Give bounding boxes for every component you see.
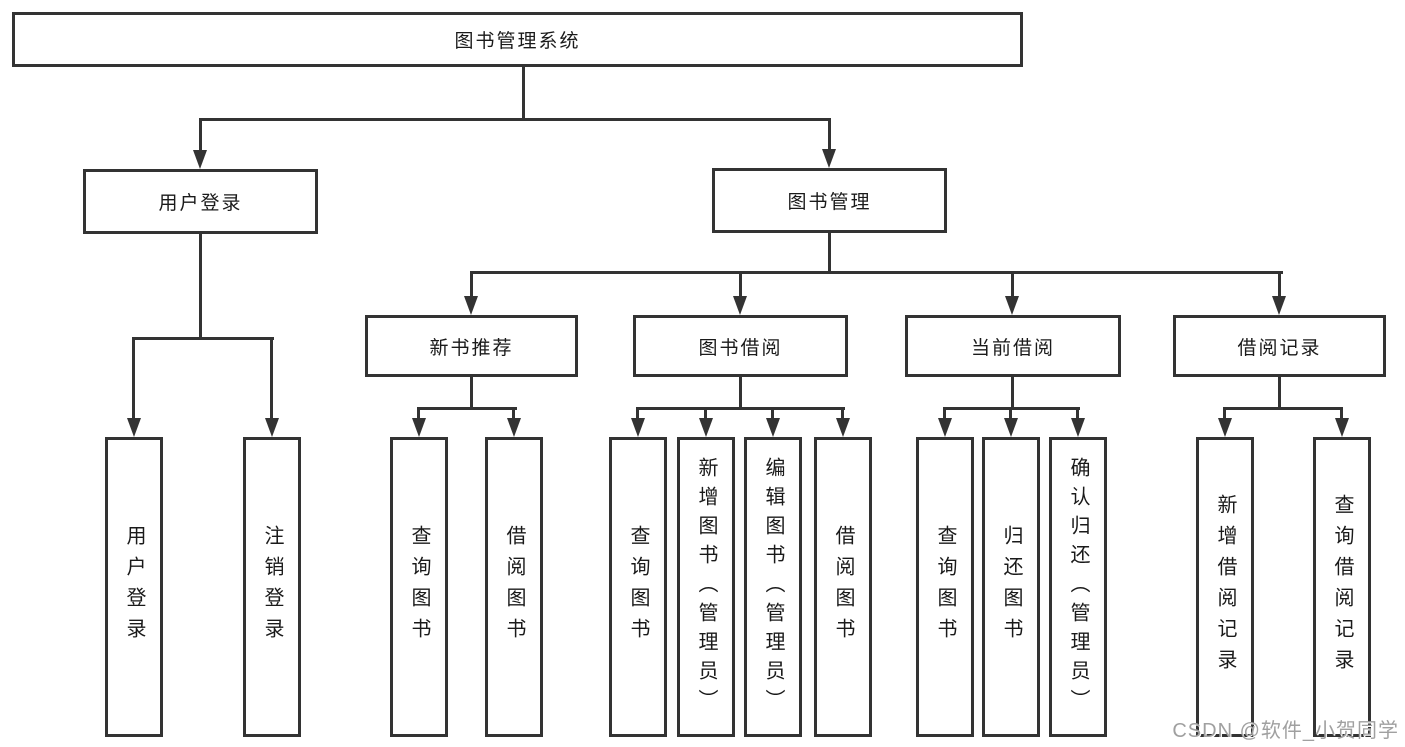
arrowhead-icon xyxy=(1335,418,1349,437)
arrowhead-icon xyxy=(1272,296,1286,315)
connector-vline xyxy=(132,337,135,421)
arrowhead-icon xyxy=(822,149,836,168)
node-user-login: 用户登录 xyxy=(83,169,318,234)
arrowhead-icon xyxy=(733,296,747,315)
arrowhead-icon xyxy=(1071,418,1085,437)
leaf-current-query-books-label: 查询图书 xyxy=(934,525,956,649)
leaf-add-books-admin: 新增图书（管理员） xyxy=(677,437,735,737)
leaf-borrow-query-books-label: 查询图书 xyxy=(627,525,649,649)
connector-hline xyxy=(636,407,845,410)
leaf-add-books-admin-label: 新增图书（管理员） xyxy=(695,456,717,718)
connector-vline xyxy=(470,271,473,299)
leaf-borrow-query-books: 查询图书 xyxy=(609,437,667,737)
leaf-query-borrow-record-label: 查询借阅记录 xyxy=(1331,494,1353,680)
connector-hline xyxy=(199,118,831,121)
connector-vline xyxy=(1278,271,1281,299)
connector-vline xyxy=(1009,407,1012,421)
arrowhead-icon xyxy=(127,418,141,437)
connector-vline xyxy=(1011,271,1014,299)
node-current-borrow: 当前借阅 xyxy=(905,315,1121,377)
arrowhead-icon xyxy=(412,418,426,437)
leaf-add-borrow-record: 新增借阅记录 xyxy=(1196,437,1254,737)
connector-vline xyxy=(470,377,473,407)
connector-vline xyxy=(512,407,515,421)
leaf-borrow-books: 借阅图书 xyxy=(814,437,872,737)
arrowhead-icon xyxy=(193,150,207,169)
connector-vline xyxy=(199,234,202,337)
arrowhead-icon xyxy=(631,418,645,437)
leaf-user-login: 用户登录 xyxy=(105,437,163,737)
connector-vline xyxy=(739,377,742,407)
connector-vline xyxy=(1278,377,1281,407)
connector-vline xyxy=(943,407,946,421)
arrowhead-icon xyxy=(1218,418,1232,437)
connector-vline xyxy=(704,407,707,421)
connector-vline xyxy=(771,407,774,421)
connector-vline xyxy=(828,118,831,155)
leaf-newbook-borrow-books: 借阅图书 xyxy=(485,437,543,737)
leaf-logout: 注销登录 xyxy=(243,437,301,737)
connector-vline xyxy=(1011,377,1014,407)
leaf-return-books-label: 归还图书 xyxy=(1000,525,1022,649)
connector-vline xyxy=(522,67,525,118)
connector-vline xyxy=(841,407,844,421)
connector-hline xyxy=(1223,407,1343,410)
leaf-edit-books-admin: 编辑图书（管理员） xyxy=(744,437,802,737)
connector-hline xyxy=(470,271,1283,274)
connector-vline xyxy=(1223,407,1226,421)
arrowhead-icon xyxy=(1005,296,1019,315)
node-book-borrow: 图书借阅 xyxy=(633,315,848,377)
leaf-add-borrow-record-label: 新增借阅记录 xyxy=(1214,494,1236,680)
arrowhead-icon xyxy=(507,418,521,437)
csdn-watermark: CSDN @软件_小贺同学 xyxy=(1172,720,1399,742)
leaf-logout-label: 注销登录 xyxy=(261,525,283,649)
connector-vline xyxy=(199,118,202,155)
leaf-confirm-return-admin: 确认归还（管理员） xyxy=(1049,437,1107,737)
node-borrow-record: 借阅记录 xyxy=(1173,315,1386,377)
connector-vline xyxy=(270,337,273,421)
arrowhead-icon xyxy=(1004,418,1018,437)
node-new-book-recommend: 新书推荐 xyxy=(365,315,578,377)
leaf-return-books: 归还图书 xyxy=(982,437,1040,737)
leaf-user-login-label: 用户登录 xyxy=(123,525,145,649)
arrowhead-icon xyxy=(699,418,713,437)
arrowhead-icon xyxy=(766,418,780,437)
leaf-newbook-borrow-books-label: 借阅图书 xyxy=(503,525,525,649)
arrowhead-icon xyxy=(836,418,850,437)
leaf-edit-books-admin-label: 编辑图书（管理员） xyxy=(762,456,784,718)
connector-vline xyxy=(828,233,831,271)
connector-vline xyxy=(1340,407,1343,421)
leaf-newbook-query-books-label: 查询图书 xyxy=(408,525,430,649)
leaf-newbook-query-books: 查询图书 xyxy=(390,437,448,737)
connector-hline xyxy=(417,407,517,410)
arrowhead-icon xyxy=(938,418,952,437)
leaf-confirm-return-admin-label: 确认归还（管理员） xyxy=(1067,456,1089,718)
node-book-management: 图书管理 xyxy=(712,168,947,233)
leaf-borrow-books-label: 借阅图书 xyxy=(832,525,854,649)
leaf-query-borrow-record: 查询借阅记录 xyxy=(1313,437,1371,737)
leaf-current-query-books: 查询图书 xyxy=(916,437,974,737)
connector-vline xyxy=(739,271,742,299)
connector-vline xyxy=(417,407,420,421)
arrowhead-icon xyxy=(464,296,478,315)
connector-hline xyxy=(132,337,274,340)
connector-vline xyxy=(636,407,639,421)
arrowhead-icon xyxy=(265,418,279,437)
node-root-system: 图书管理系统 xyxy=(12,12,1023,67)
connector-vline xyxy=(1076,407,1079,421)
